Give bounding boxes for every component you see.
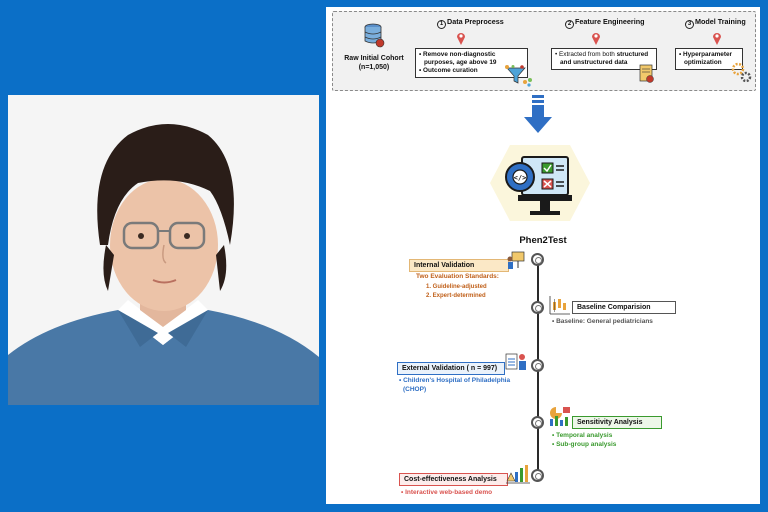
evaluation-standard-item: 2. Expert-determined [426,293,486,299]
analytics-icon [550,407,570,426]
timeline-node [531,253,544,266]
cost-effectiveness-label: Cost-effectiveness Analysis [399,473,508,486]
step3-title: Model Training [695,17,746,26]
step3-line: • Hyperparameter [679,51,733,58]
bar-chart-warning-icon [506,465,530,484]
filter-funnel-icon [505,65,532,87]
cost-note: • Interactive web-based demo [401,489,493,496]
step2-number: 2 [565,20,574,29]
step2-line: and unstructured data [560,59,628,66]
location-pin-icon [592,33,600,45]
external-site-note: (CHOP) [403,386,427,393]
internal-validation-label: Internal Validation [409,259,509,272]
step2-title: Feature Engineering [575,17,645,26]
step2-bold: structured [616,51,649,58]
external-validation-label: External Validation ( n = 997) [397,362,505,375]
step1-title: Data Preprocess [447,17,504,26]
presentation-icon [507,251,525,269]
external-site-note: • Children's Hospital of Philadelphia [399,377,511,384]
location-pin-icon [713,33,721,45]
timeline-node [531,359,544,372]
svg-text:</>: </> [514,174,527,182]
evaluation-standards-title: Two Evaluation Standards: [416,273,499,280]
step1-line: purposes, age above 19 [424,59,497,66]
clipboard-person-icon [505,353,526,370]
gears-icon [731,62,752,83]
timeline-node [531,301,544,314]
raw-cohort-title: Raw Initial Cohort [344,55,404,62]
down-arrow-icon [524,95,552,133]
phen2test-title: Phen2Test [519,235,567,246]
sensitivity-note: • Sub-group analysis [552,441,617,448]
timeline-node [531,416,544,429]
computer-icon: </> [490,145,590,221]
sensitivity-analysis-label: Sensitivity Analysis [572,416,662,429]
step1-box: • Remove non-diagnostic purposes, age ab… [415,48,528,78]
evaluation-standard-item: 1. Guideline-adjusted [426,284,487,290]
document-icon [639,64,654,83]
sensitivity-note: • Temporal analysis [552,432,613,439]
candlestick-chart-icon [549,296,570,315]
step2-box: • Extracted from both structured and uns… [551,48,657,70]
step2-text: • Extracted from both [555,51,617,58]
step3-box: • Hyperparameter optimization [675,48,743,70]
step2-line: • Extracted from both structured [555,51,653,59]
raw-cohort-count: (n=1,050) [358,64,390,71]
database-icon [364,23,385,48]
portrait-photo [8,95,319,405]
baseline-comparison-label: Baseline Comparision [572,301,676,314]
step3-line: optimization [684,59,722,66]
step1-number: 1 [437,20,446,29]
baseline-note: • Baseline: General pediatricians [552,318,653,325]
step1-line: • Remove non-diagnostic [419,51,496,58]
timeline-node [531,469,544,482]
location-pin-icon [457,33,465,45]
step1-line: • Outcome curation [419,67,478,74]
raw-cohort-label: Raw Initial Cohort (n=1,050) [341,54,407,72]
step3-number: 3 [685,20,694,29]
